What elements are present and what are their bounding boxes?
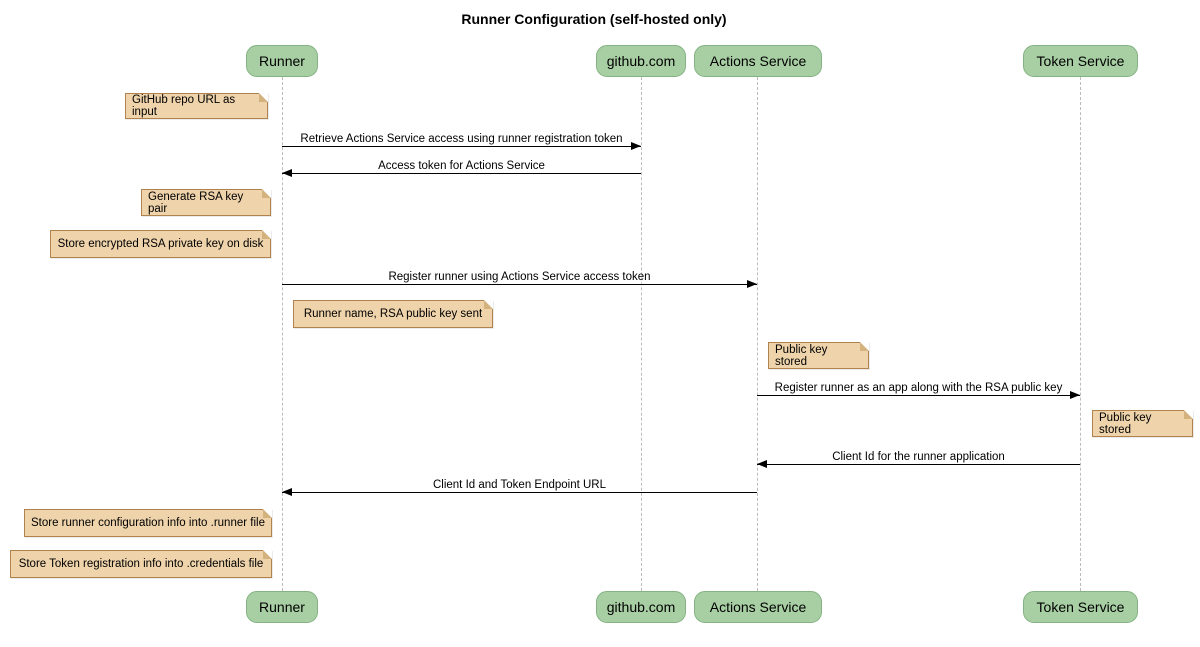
participant-runner-bottom: Runner <box>246 591 318 623</box>
arrowhead-right-icon <box>1070 391 1080 399</box>
participant-github-top: github.com <box>596 45 686 77</box>
message-line <box>282 488 757 496</box>
note-fold-icon <box>1184 410 1193 419</box>
note-generate-rsa: Generate RSA key pair <box>141 189 271 216</box>
lifeline-github <box>641 77 642 591</box>
lifeline-token-service <box>1080 77 1081 591</box>
note-public-key-stored-token: Public key stored <box>1092 410 1193 437</box>
message-client-id: Client Id for the runner application <box>757 450 1080 468</box>
participant-actions-service-top: Actions Service <box>694 45 822 77</box>
note-label: Generate RSA key pair <box>148 190 244 215</box>
note-fold-icon <box>484 300 493 309</box>
message-label: Retrieve Actions Service access using ru… <box>300 133 623 145</box>
message-label: Client Id for the runner application <box>832 451 1005 463</box>
message-label: Access token for Actions Service <box>378 160 545 172</box>
note-store-private-key: Store encrypted RSA private key on disk <box>50 230 271 258</box>
note-label: Store runner configuration info into .ru… <box>31 517 265 529</box>
note-runner-name-sent: Runner name, RSA public key sent <box>293 300 493 328</box>
note-fold-icon <box>263 509 272 518</box>
message-access-token: Access token for Actions Service <box>282 159 641 177</box>
note-store-runner-file: Store runner configuration info into .ru… <box>24 509 272 537</box>
note-label: Runner name, RSA public key sent <box>303 308 483 320</box>
note-label: GitHub repo URL as input <box>132 94 236 118</box>
note-fold-icon <box>259 93 268 102</box>
participant-actions-service-bottom: Actions Service <box>694 591 822 623</box>
note-fold-icon <box>263 550 272 559</box>
participant-runner-top: Runner <box>246 45 318 77</box>
participant-token-service-bottom: Token Service <box>1023 591 1138 623</box>
arrowhead-left-icon <box>757 460 767 468</box>
message-label: Register runner as an app along with the… <box>774 382 1063 394</box>
arrowhead-left-icon <box>282 488 292 496</box>
message-label: Client Id and Token Endpoint URL <box>432 479 607 491</box>
participant-token-service-top: Token Service <box>1023 45 1138 77</box>
message-line <box>757 391 1080 399</box>
note-fold-icon <box>262 189 271 198</box>
message-line <box>282 142 641 150</box>
note-github-repo-url: GitHub repo URL as input <box>125 93 268 119</box>
note-label: Public key stored <box>1099 411 1152 436</box>
message-retrieve-actions-access: Retrieve Actions Service access using ru… <box>282 132 641 150</box>
participant-github-bottom: github.com <box>596 591 686 623</box>
note-label: Public key stored <box>775 343 828 368</box>
message-register-runner-app: Register runner as an app along with the… <box>757 381 1080 399</box>
diagram-title: Runner Configuration (self-hosted only) <box>461 11 727 27</box>
note-fold-icon <box>860 342 869 351</box>
arrowhead-left-icon <box>282 169 292 177</box>
message-line <box>282 169 641 177</box>
message-line <box>282 280 757 288</box>
message-label: Register runner using Actions Service ac… <box>388 271 651 283</box>
lifeline-runner <box>282 77 283 591</box>
message-register-runner: Register runner using Actions Service ac… <box>282 270 757 288</box>
note-label: Store encrypted RSA private key on disk <box>57 238 264 250</box>
message-client-id-endpoint: Client Id and Token Endpoint URL <box>282 478 757 496</box>
note-public-key-stored-actions: Public key stored <box>768 342 869 369</box>
note-fold-icon <box>262 230 271 239</box>
message-line <box>757 460 1080 468</box>
note-store-credentials-file: Store Token registration info into .cred… <box>10 550 272 578</box>
arrowhead-right-icon <box>747 280 757 288</box>
lifeline-actions-service <box>757 77 758 591</box>
note-label: Store Token registration info into .cred… <box>18 558 264 570</box>
arrowhead-right-icon <box>631 142 641 150</box>
